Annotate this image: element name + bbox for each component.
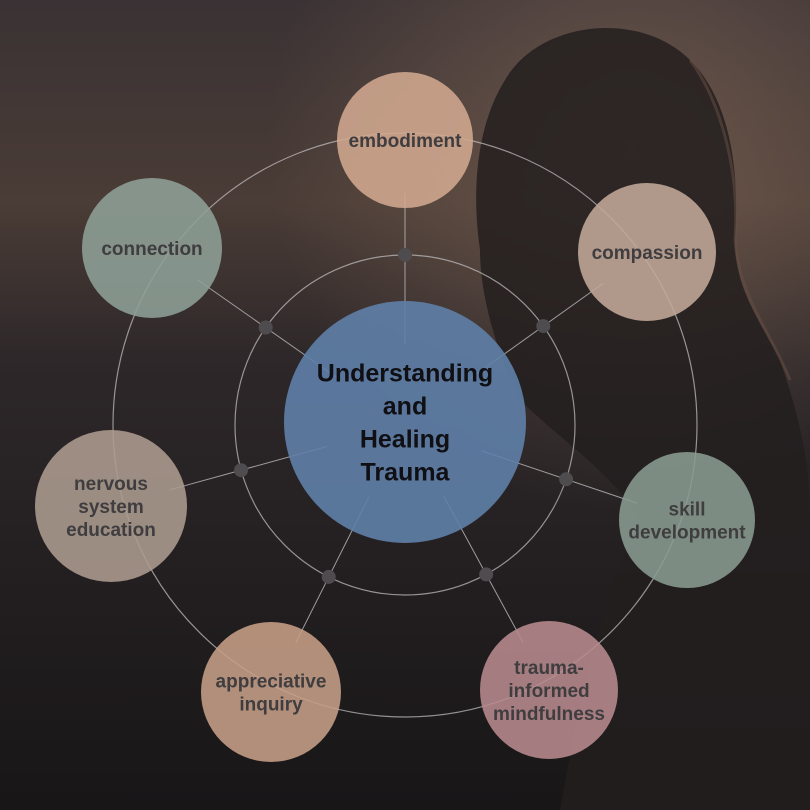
node-label-line: embodiment (349, 131, 463, 152)
node-circle-skill-development (619, 452, 755, 588)
node-label-line: mindfulness (493, 704, 605, 725)
junction-dots (234, 248, 574, 584)
junction-dot-trauma-informed-mindfulness (479, 567, 494, 582)
node-connection: connection (82, 178, 222, 318)
node-circle-embodiment (337, 72, 473, 208)
junction-dot-compassion (536, 319, 551, 334)
node-label-compassion: compassion (592, 243, 703, 264)
node-label-line: system (78, 497, 144, 518)
junction-dot-connection (258, 320, 273, 335)
node-circle-appreciative-inquiry (201, 622, 341, 762)
node-label-line: compassion (592, 243, 703, 264)
node-label-line: development (628, 523, 746, 544)
node-circle-compassion (578, 183, 716, 321)
node-embodiment: embodiment (337, 72, 473, 208)
node-label-line: appreciative (216, 672, 327, 693)
junction-dot-embodiment (398, 248, 412, 262)
node-label-line: connection (101, 239, 202, 260)
node-label-line: skill (669, 500, 706, 521)
node-label-line: inquiry (239, 695, 303, 716)
center-title-line: Understanding (317, 360, 493, 388)
center-title-line: Trauma (361, 459, 451, 487)
node-circle-trauma-informed-mindfulness (480, 621, 618, 759)
node-circle-nervous-system-education (35, 430, 187, 582)
junction-dot-skill-development (559, 472, 574, 487)
junction-dot-appreciative-inquiry (321, 569, 336, 584)
node-label-embodiment: embodiment (349, 131, 463, 152)
node-label-line: education (66, 520, 156, 541)
center-title-line: Healing (360, 426, 450, 454)
center-title-line: and (383, 393, 427, 421)
node-circle-connection (82, 178, 222, 318)
center-circle (284, 301, 526, 543)
node-label-line: nervous (74, 474, 148, 495)
node-compassion: compassion (578, 183, 716, 321)
node-label-line: informed (508, 681, 589, 702)
node-label-connection: connection (101, 239, 202, 260)
junction-dot-nervous-system-education (234, 463, 249, 478)
node-label-line: trauma- (514, 658, 584, 679)
